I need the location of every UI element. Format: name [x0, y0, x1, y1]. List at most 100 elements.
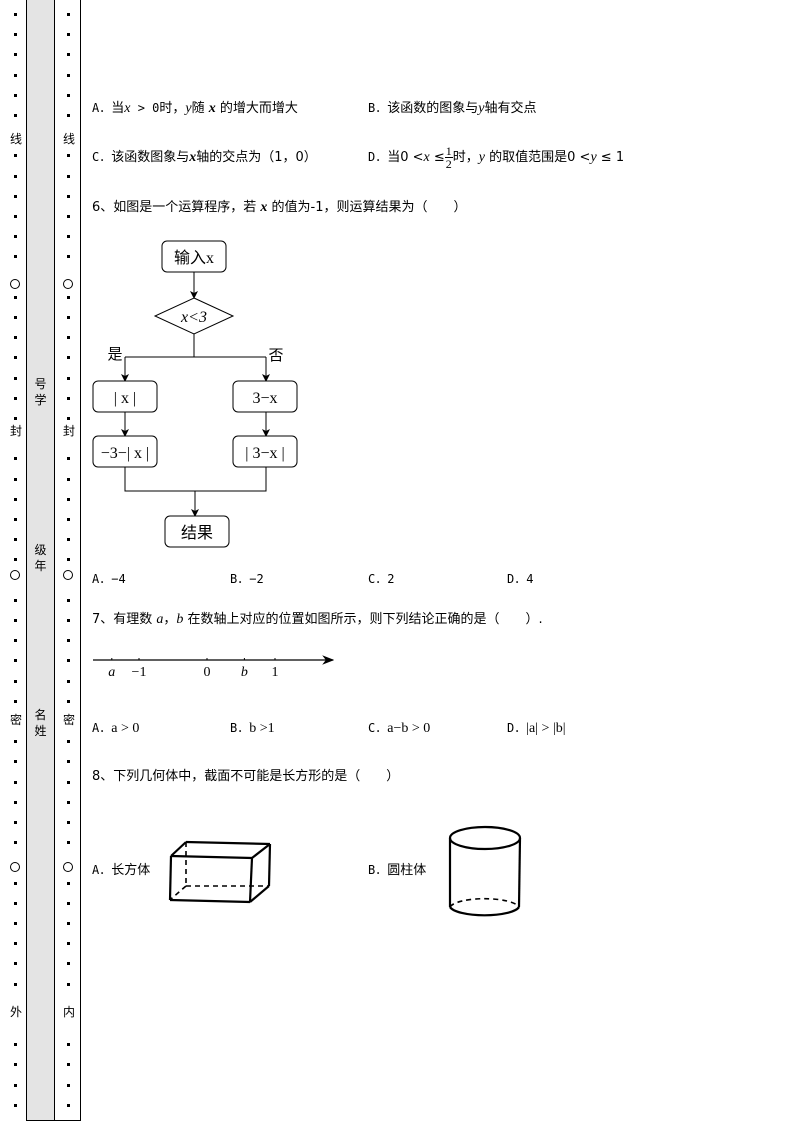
fraction-denominator: 2	[445, 157, 452, 171]
math-var: x	[423, 150, 430, 165]
option-label: C．	[92, 150, 112, 164]
q7-option-b: B．b >1	[230, 719, 275, 738]
math-var: b	[176, 612, 184, 627]
seal-dot	[14, 316, 17, 319]
cuboid-edge	[251, 843, 271, 859]
q8-option-a: A．长方体	[92, 861, 150, 880]
flow-no-step2-text: | 3−x |	[245, 445, 284, 462]
seal-dot	[14, 53, 17, 57]
seal-dot	[67, 53, 70, 57]
seal-dot	[14, 518, 17, 521]
seal-char: 封	[62, 424, 75, 438]
seal-dot	[67, 518, 70, 521]
q6-option-c: C．2	[368, 570, 394, 588]
seal-dot	[67, 841, 70, 845]
cuboid-edge	[267, 843, 272, 887]
cylinder-bottom-front	[449, 906, 520, 917]
seal-dot	[67, 982, 70, 986]
flow-input-text: 输入x	[174, 249, 214, 267]
math-var: y	[185, 101, 192, 116]
cuboid-figure	[168, 840, 272, 904]
option-expr: b >1	[249, 721, 275, 736]
seal-dot	[67, 639, 70, 643]
seal-dot	[67, 477, 70, 481]
seal-dot	[14, 376, 17, 380]
seal-dot	[67, 821, 70, 824]
cylinder-bottom-back	[449, 897, 520, 908]
math-var: a	[156, 612, 164, 627]
option-expr: a > 0	[111, 721, 140, 736]
seal-dot	[14, 942, 17, 946]
label-char: 级	[34, 543, 47, 557]
seal-dot	[14, 639, 17, 643]
option-value: 4	[526, 572, 534, 586]
seal-dot	[14, 497, 17, 501]
label-char: 名	[34, 708, 47, 722]
cylinder-figure	[448, 825, 522, 917]
seal-circle	[10, 862, 20, 872]
q5-option-b: B．该函数的图象与y轴有交点	[368, 99, 536, 118]
question-text: 在数轴上对应的位置如图所示，则下列结论正确的是（ ）.	[183, 612, 543, 627]
option-label: B．	[230, 721, 250, 735]
seal-dot	[67, 942, 70, 946]
seal-dot	[67, 1103, 70, 1107]
option-text: 随	[191, 101, 209, 116]
option-value: −2	[249, 572, 264, 586]
seal-dot	[14, 73, 17, 77]
seal-char: 封	[9, 424, 22, 438]
seal-dot	[67, 154, 70, 158]
seal-dot	[67, 679, 70, 683]
q7-stem: 7、有理数 a，b 在数轴上对应的位置如图所示，则下列结论正确的是（ ）.	[92, 611, 543, 629]
margin-bottom-border	[26, 1120, 81, 1121]
seal-dot	[14, 922, 17, 925]
seal-dot	[14, 780, 17, 784]
flow-yes-step1-text: | x |	[114, 390, 136, 407]
seal-dot	[67, 235, 70, 239]
cuboid-edge	[169, 898, 251, 904]
seal-dot	[67, 962, 70, 966]
q7-option-c: C．a−b > 0	[368, 719, 430, 738]
seal-dot	[67, 1063, 70, 1067]
option-text: 该函数图象与	[111, 150, 190, 165]
option-text: 的取值范围是0 <	[485, 150, 591, 165]
number-line-label: b	[241, 665, 248, 680]
seal-dot	[67, 73, 70, 77]
seal-dot	[14, 13, 17, 16]
seal-circle	[63, 279, 73, 289]
math-var: x	[260, 200, 268, 215]
seal-dot	[14, 679, 17, 683]
seal-dot	[67, 1043, 70, 1047]
flow-yes-step2-text: −3−| x |	[101, 445, 149, 462]
seal-circle	[63, 862, 73, 872]
option-text: 当	[111, 101, 125, 116]
cuboid-edge	[170, 841, 187, 857]
seal-dot	[14, 538, 17, 542]
seal-dot	[67, 396, 70, 400]
option-label: A．	[92, 721, 112, 735]
q7-option-a: A．a > 0	[92, 719, 139, 738]
option-expr: a−b > 0	[387, 721, 431, 736]
option-text: 时，	[452, 150, 479, 165]
q8-stem: 8、下列几何体中，截面不可能是长方形的是（ ）	[92, 769, 400, 784]
seal-dot	[14, 417, 17, 420]
cuboid-edge	[170, 854, 253, 860]
option-label: B．	[368, 863, 388, 877]
seal-char: 线	[9, 132, 22, 146]
seal-dot	[14, 1063, 17, 1067]
seal-dot	[14, 154, 17, 158]
option-value: −4	[111, 572, 126, 586]
option-expr: |a| > |b|	[526, 721, 566, 736]
option-text: ≤ 1	[596, 150, 625, 165]
info-band	[26, 0, 55, 1121]
flow-line	[124, 467, 267, 492]
cuboid-edge	[249, 885, 270, 903]
math-var: x	[124, 101, 131, 116]
flow-yes-label: 是	[107, 347, 122, 363]
option-label: B．	[230, 572, 250, 586]
seal-dot	[67, 740, 70, 744]
number-line-label: 1	[272, 665, 279, 680]
seal-dot	[14, 821, 17, 824]
seal-dot	[67, 174, 70, 178]
seal-dot	[67, 780, 70, 784]
